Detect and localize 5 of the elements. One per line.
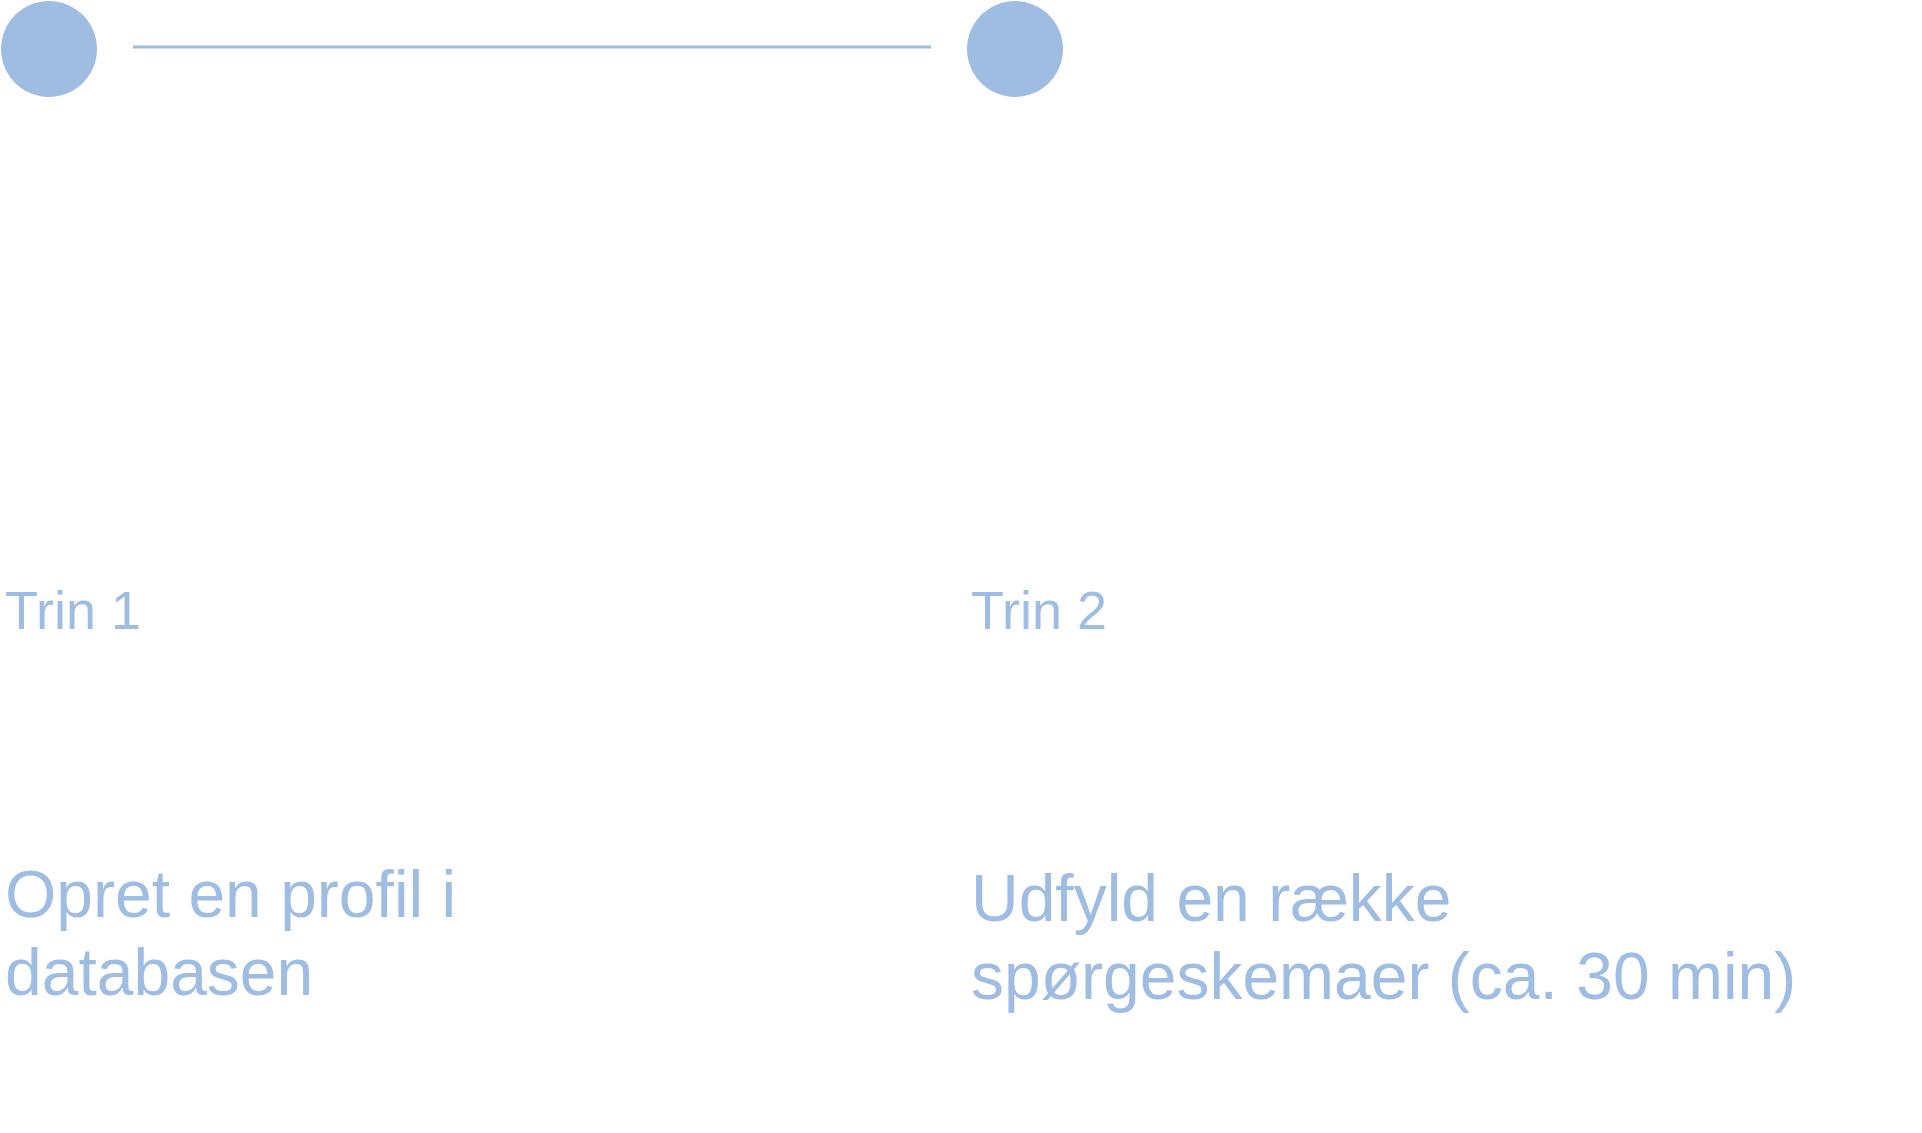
step-label: Trin 1 xyxy=(5,579,143,642)
step-description: Opret en profil i databasen xyxy=(5,856,458,1011)
connector-line xyxy=(133,45,931,49)
step-label: Trin 2 xyxy=(971,579,1109,642)
step-description: Udfyld en række spørgeskemaer (ca. 30 min) xyxy=(971,860,1798,1015)
